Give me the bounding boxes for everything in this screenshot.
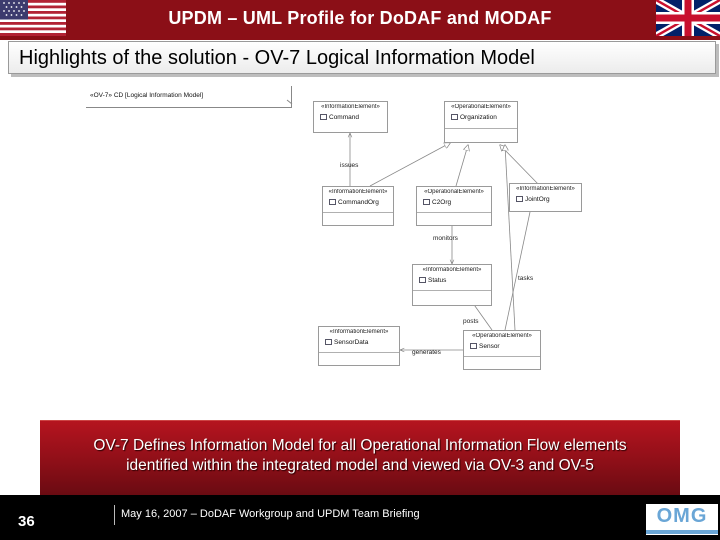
subtitle-box: Highlights of the solution - OV-7 Logica…: [8, 41, 716, 74]
class-divider: [417, 212, 491, 213]
command-name: Command: [320, 114, 359, 121]
slide-header: UPDM – UML Profile for DoDAF and MODAF: [0, 0, 720, 40]
c2org-stereotype: «OperationalElement»: [424, 189, 484, 195]
omg-logo-icon: OMG: [646, 504, 718, 535]
commandorg-name: CommandOrg: [329, 199, 379, 206]
label-tasks: tasks: [518, 275, 534, 282]
sensor-stereotype: «OperationalElement»: [472, 333, 532, 339]
generalization-commandorg: [369, 143, 450, 187]
command-stereotype: «InformationElement»: [321, 104, 380, 110]
omg-logo-text: OMG: [656, 505, 708, 527]
class-jointorg[interactable]: «InformationElement» JointOrg: [509, 183, 582, 212]
class-commandorg[interactable]: «InformationElement» CommandOrg: [322, 186, 394, 226]
slide-subtitle: Highlights of the solution - OV-7 Logica…: [19, 47, 535, 69]
organization-name: Organization: [451, 114, 497, 121]
class-divider: [445, 128, 517, 129]
footer-text: May 16, 2007 – DoDAF Workgroup and UPDM …: [121, 508, 420, 520]
generalization-sensor: [505, 145, 516, 331]
banner-line-2: identified within the integrated model a…: [126, 457, 594, 474]
slide-title: UPDM – UML Profile for DoDAF and MODAF: [168, 8, 552, 28]
slide-footer: 36 May 16, 2007 – DoDAF Workgroup and UP…: [0, 495, 720, 540]
class-command[interactable]: «InformationElement» Command: [313, 101, 388, 133]
class-icon: [423, 199, 430, 205]
sensor-name: Sensor: [470, 343, 500, 350]
label-generates: generates: [412, 349, 441, 356]
us-flag-icon: [0, 0, 66, 36]
class-icon: [451, 114, 458, 120]
class-icon: [325, 339, 332, 345]
class-icon: [419, 277, 426, 283]
class-c2org[interactable]: «OperationalElement» C2Org: [416, 186, 492, 226]
c2org-name: C2Org: [423, 199, 451, 206]
class-divider: [323, 212, 393, 213]
commandorg-stereotype: «InformationElement»: [328, 189, 388, 195]
class-divider: [319, 352, 399, 353]
class-icon: [320, 114, 327, 120]
generalization-c2org: [455, 145, 468, 187]
page-number: 36: [18, 513, 35, 530]
assoc-tasks: [504, 211, 531, 331]
status-name: Status: [419, 277, 446, 284]
frame-corner-fold: [286, 99, 293, 105]
class-sensordata[interactable]: «InformationElement» SensorData: [318, 326, 400, 366]
sensordata-stereotype: «InformationElement»: [329, 329, 389, 335]
class-divider: [464, 356, 540, 357]
label-issues: issues: [340, 162, 359, 169]
class-icon: [329, 199, 336, 205]
class-divider: [413, 290, 491, 291]
label-monitors: monitors: [433, 235, 458, 242]
diagram-frame: «OV-7» CD [Logical Information Model]: [86, 86, 292, 108]
summary-banner: OV-7 Defines Information Model for all O…: [40, 420, 680, 495]
status-stereotype: «InformationElement»: [422, 267, 482, 273]
generalization-jointorg: [500, 145, 541, 187]
class-organization[interactable]: «OperationalElement» Organization: [444, 101, 518, 143]
diagram-frame-label: «OV-7» CD [Logical Information Model]: [90, 92, 204, 99]
class-status[interactable]: «InformationElement» Status: [412, 264, 492, 306]
organization-stereotype: «OperationalElement»: [451, 104, 511, 110]
class-sensor[interactable]: «OperationalElement» Sensor: [463, 330, 541, 370]
footer-divider: [114, 505, 115, 525]
jointorg-stereotype: «InformationElement»: [516, 186, 575, 192]
jointorg-name: JointOrg: [516, 196, 550, 203]
class-icon: [516, 196, 523, 202]
class-icon: [470, 343, 477, 349]
omg-logo-bar: [646, 530, 718, 534]
uk-flag-icon: [656, 0, 720, 36]
banner-line-1: OV-7 Defines Information Model for all O…: [93, 437, 627, 454]
label-posts: posts: [463, 318, 479, 325]
sensordata-name: SensorData: [325, 339, 368, 346]
